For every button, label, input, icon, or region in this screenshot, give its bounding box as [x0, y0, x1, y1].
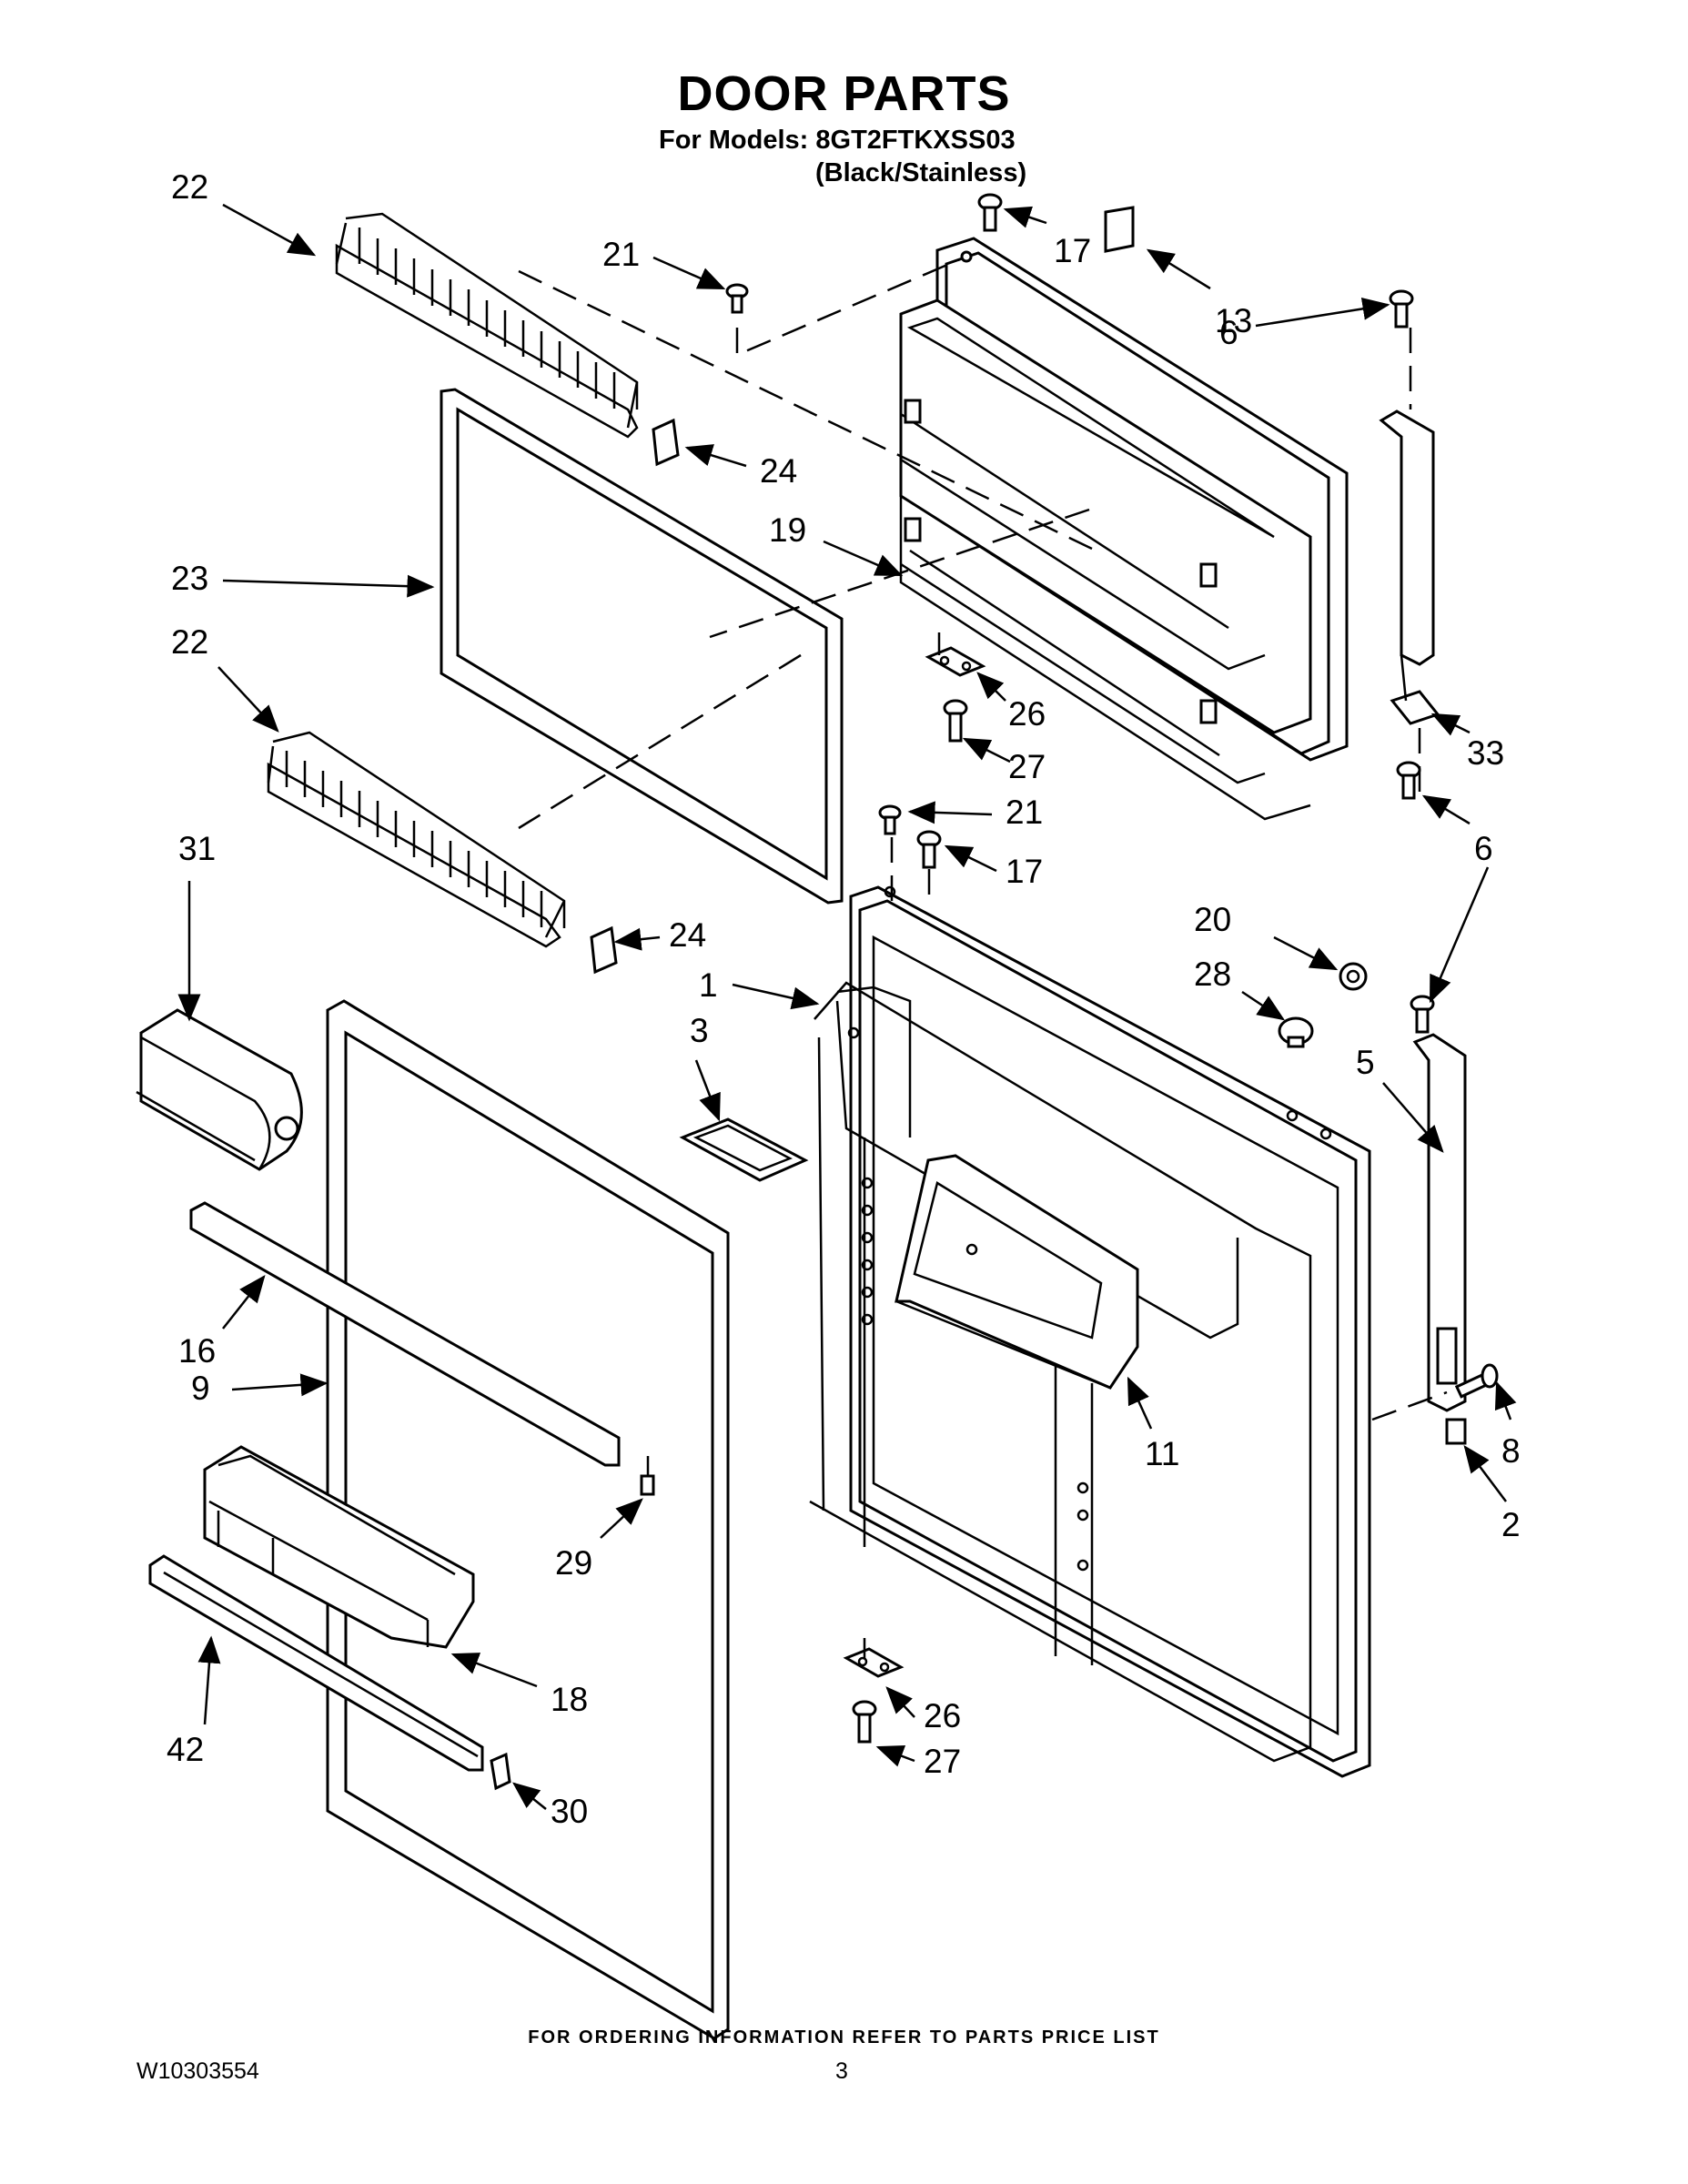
clip-29	[640, 1474, 655, 1496]
callout-13: 13	[1215, 302, 1252, 339]
hinge-shim-2	[1445, 1418, 1467, 1445]
callout-23: 23	[171, 560, 208, 597]
page-title: DOOR PARTS	[677, 66, 1011, 121]
callout-21-upper: 21	[602, 236, 640, 273]
cap-28	[1278, 1016, 1314, 1048]
document-number: W10303554	[136, 2058, 259, 2084]
callout-19: 19	[769, 511, 806, 549]
dairy-bin-cover	[136, 1008, 303, 1171]
trim-strip	[189, 1201, 621, 1467]
basket-clip-lower	[590, 925, 618, 975]
screw-8	[1454, 1363, 1499, 1399]
callout-6-upper: 6	[1219, 314, 1238, 351]
fresh-food-door-gasket	[326, 999, 730, 2040]
callout-labels: 22 21 17 13 6 24 19 23 22 26 27 33 21 17…	[167, 168, 1521, 1830]
ordering-info: FOR ORDERING INFORMATION REFER TO PARTS …	[528, 2027, 1160, 2048]
callout-17-lower: 17	[1006, 853, 1043, 890]
cap-20	[1339, 962, 1368, 991]
screw-27-lower	[852, 1700, 877, 1744]
wire-basket-upper	[335, 212, 639, 439]
callout-1: 1	[699, 966, 718, 1004]
bracket-26-lower	[843, 1647, 905, 1678]
callout-5: 5	[1356, 1044, 1375, 1081]
callout-22-lower: 22	[171, 623, 208, 661]
callout-22-upper: 22	[171, 168, 208, 206]
callout-11: 11	[1145, 1435, 1179, 1472]
model-number: For Models: 8GT2FTKXSS03	[659, 126, 1016, 155]
screw-6-hinge	[1396, 761, 1421, 800]
callout-42: 42	[167, 1731, 204, 1768]
label-13	[1104, 206, 1135, 253]
model-color: (Black/Stainless)	[815, 158, 1027, 187]
plug-21-upper	[725, 283, 749, 314]
callout-26-lower: 26	[924, 1697, 961, 1734]
callout-24-lower: 24	[669, 916, 706, 954]
callout-27-upper: 27	[1008, 748, 1046, 785]
callout-8: 8	[1501, 1432, 1521, 1470]
callout-3: 3	[690, 1012, 709, 1049]
screw-17-upper	[977, 193, 1003, 232]
callout-17-upper: 17	[1054, 232, 1091, 269]
bottom-hinge	[1412, 1033, 1467, 1412]
top-hinge	[1379, 410, 1440, 725]
callout-leaders	[177, 203, 1517, 1810]
clip-30	[490, 1752, 511, 1791]
screw-6-upper	[1389, 289, 1414, 329]
shelf-trim	[148, 1554, 484, 1772]
callout-28: 28	[1194, 956, 1231, 993]
bracket-26-upper	[925, 646, 986, 677]
callout-27-lower: 27	[924, 1743, 961, 1780]
callout-31: 31	[178, 830, 216, 867]
callout-33: 33	[1467, 734, 1504, 772]
callout-20: 20	[1194, 901, 1231, 938]
plug-21-lower	[878, 804, 902, 835]
callout-16: 16	[178, 1332, 216, 1370]
screw-6-lower	[1410, 995, 1435, 1034]
page-number: 3	[835, 2058, 848, 2084]
callout-26-upper: 26	[1008, 695, 1046, 733]
callout-6-lower: 6	[1474, 830, 1493, 867]
callout-9: 9	[191, 1370, 210, 1407]
callout-21-lower: 21	[1006, 794, 1043, 831]
basket-clip-upper	[652, 418, 680, 467]
callout-29: 29	[555, 1544, 592, 1582]
callout-30: 30	[551, 1793, 588, 1830]
screw-27-upper	[943, 699, 968, 743]
freezer-door-liner	[899, 237, 1349, 821]
door-pad	[679, 1117, 809, 1182]
screw-17-lower	[916, 830, 942, 869]
callout-2: 2	[1501, 1506, 1521, 1543]
wire-basket-lower	[267, 731, 566, 948]
callout-18: 18	[551, 1681, 588, 1718]
callout-24-upper: 24	[760, 452, 797, 490]
freezer-door-gasket	[440, 388, 844, 905]
door-bin	[203, 1445, 475, 1649]
door-shelf-bin	[895, 1154, 1139, 1390]
